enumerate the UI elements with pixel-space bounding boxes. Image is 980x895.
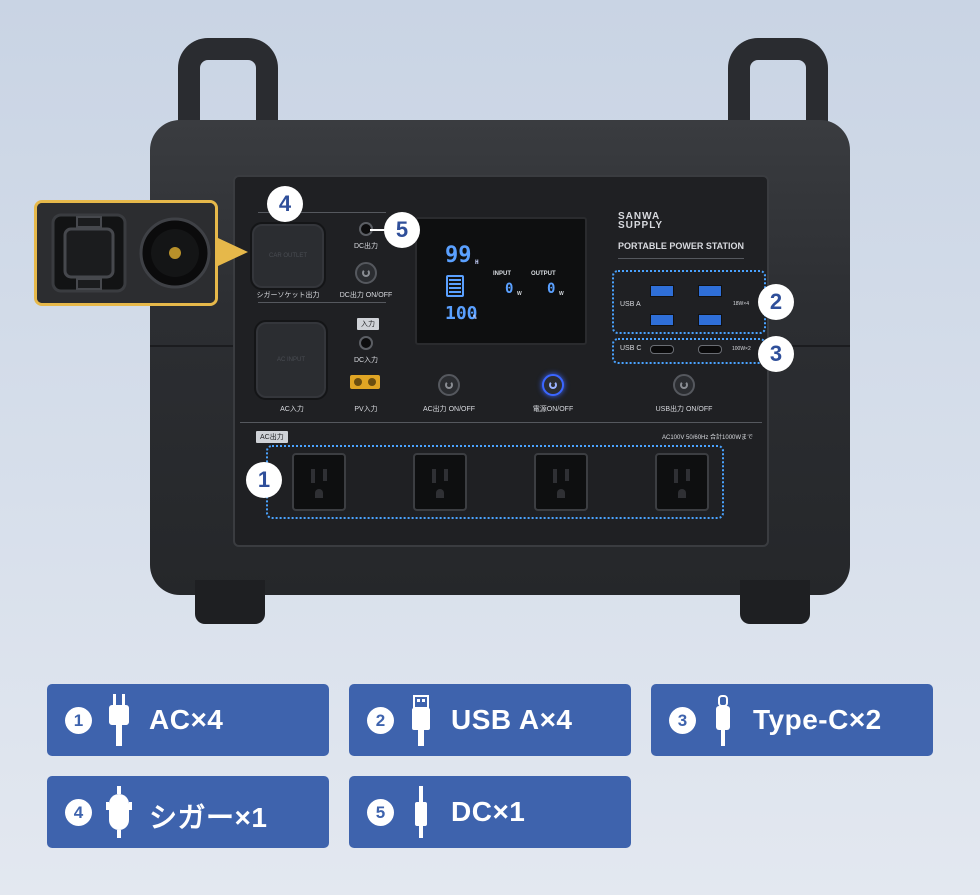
callout-5-leader [370,229,386,231]
foot-right [740,580,810,624]
divider [618,258,744,259]
lcd-output-label: OUTPUT [531,271,556,277]
usb-a-label: USB A [620,301,641,308]
cover-hinge [51,213,127,293]
cigar-socket-cover[interactable]: CAR OUTLET [250,222,326,290]
legend-text: DC×1 [451,796,526,827]
usb-c-label: USB C [620,345,642,352]
main-power-button[interactable] [542,374,564,396]
dc-out-label: DC出力 [353,243,379,250]
cigar-socket-hole [139,217,211,289]
cigar-socket-zoom-inset [34,200,218,306]
usb-c-highlight [612,338,766,364]
lcd-output-unit: W [559,291,564,297]
callout-4: 4 [267,186,303,222]
legend-text: AC×4 [149,704,224,735]
legend-card-usb-a: 2 USB A×4 [349,684,631,756]
usb-out-power-button[interactable] [673,374,695,396]
divider [240,422,762,423]
usb-a-highlight [612,270,766,334]
side-seam-left [150,345,240,347]
callout-2: 2 [758,284,794,320]
usb-a-port-4[interactable] [698,314,722,326]
legend-card-cigar: 4 シガー×1 [47,776,329,848]
usb-a-port-3[interactable] [650,314,674,326]
product-name: PORTABLE POWER STATION [618,241,744,251]
lcd-hours-unit: H [475,259,479,266]
lcd-input-label: INPUT [493,271,511,277]
dc-in-label: DC入力 [353,357,379,364]
usb-a-spec: 18W×4 [733,301,749,307]
usb-c-spec: 100W×2 [732,346,751,352]
dc-out-onoff-label: DC出力 ON/OFF [339,292,393,299]
cigar-plug-icon [106,786,132,838]
ac-out-power-button[interactable] [438,374,460,396]
legend-card-ac: 1 AC×4 [47,684,329,756]
brand-logo: SANWA SUPPLY [618,211,664,231]
divider [258,302,386,303]
legend-number: 3 [669,707,696,734]
foot-left [195,580,265,624]
legend-card-dc: 5 DC×1 [349,776,631,848]
ac-plug-icon [109,694,129,746]
side-seam-right [760,345,850,347]
dc-out-power-button[interactable] [355,262,377,284]
legend-number: 4 [65,799,92,826]
power-onoff-label: 電源ON/OFF [532,406,574,413]
usb-a-plug-icon [412,695,430,746]
ac-outlet-2[interactable] [413,453,467,511]
legend-number: 1 [65,707,92,734]
legend-text: シガー×1 [149,802,268,833]
lcd-percent-unit: % [473,314,477,321]
ac-outlet-3[interactable] [534,453,588,511]
ac-spec-label: AC100V 50/60Hz 合計1000Wまで [662,435,754,441]
lcd-percent: 100 [445,303,478,324]
input-tag: 入力 [357,318,379,330]
legend-number: 2 [367,707,394,734]
callout-3: 3 [758,336,794,372]
usb-c-port-2[interactable] [698,345,722,354]
ac-outlet-1[interactable] [292,453,346,511]
dc-plug-icon [415,786,427,838]
legend-card-usb-c: 3 Type-C×2 [651,684,933,756]
ac-out-onoff-label: AC出力 ON/OFF [422,406,476,413]
usb-c-plug-icon [716,695,730,746]
cigar-socket-photo [37,203,215,303]
usb-a-port-1[interactable] [650,285,674,297]
inset-pointer [218,238,248,266]
usb-out-onoff-label: USB出力 ON/OFF [655,406,713,413]
ac-outlets-highlight [266,445,724,519]
usb-a-port-2[interactable] [698,285,722,297]
ac-out-tag: AC出力 [256,431,288,443]
pv-input-label: PV入力 [354,406,378,413]
callout-1: 1 [246,462,282,498]
lcd-output-value: 0 [547,281,556,297]
divider [258,212,386,213]
legend-text: Type-C×2 [753,704,882,735]
pv-input-port[interactable] [350,375,380,389]
lcd-input-unit: W [517,291,522,297]
legend-number: 5 [367,799,394,826]
lcd-hours: 99 [445,243,472,268]
ac-input-label: AC入力 [280,406,304,413]
battery-icon [446,275,464,297]
lcd-input-value: 0 [505,281,514,297]
callout-5: 5 [384,212,420,248]
usb-c-port-1[interactable] [650,345,674,354]
dc-in-port[interactable] [359,336,373,350]
legend-text: USB A×4 [451,704,573,735]
ac-input-cover[interactable]: AC INPUT [254,320,328,400]
cigar-socket-label: シガーソケット出力 [256,292,320,299]
lcd-display: 99 H 100 % INPUT 0 W OUTPUT 0 W [415,217,587,345]
ac-outlet-4[interactable] [655,453,709,511]
